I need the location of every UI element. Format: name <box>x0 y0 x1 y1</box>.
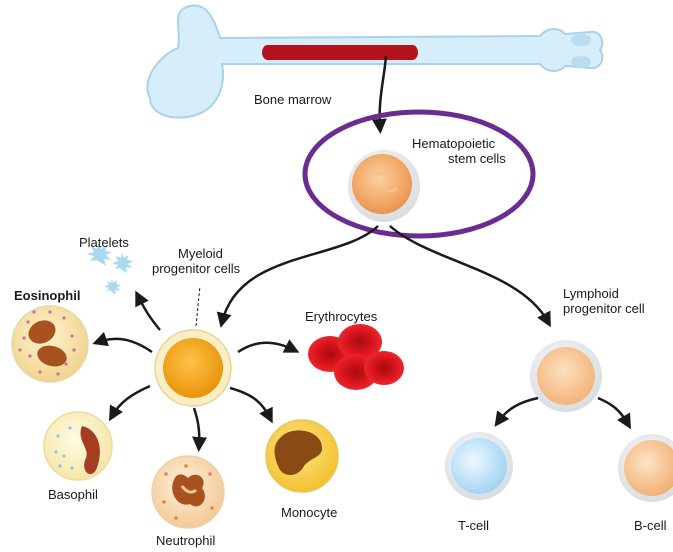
arrow-stem-to-lymphoid <box>390 226 548 322</box>
lymphoid-progenitor-cell <box>530 340 602 412</box>
arrow-to-monocyte <box>230 388 270 418</box>
arrow-to-b-cell <box>598 398 628 424</box>
monocyte-label: Monocyte <box>281 505 337 520</box>
stem-cells-label-line1: Hematopoietic <box>412 136 506 151</box>
lymphoid-label-line2: progenitor cell <box>563 301 645 316</box>
bone-marrow-label: Bone marrow <box>254 92 331 107</box>
neutrophil-label: Neutrophil <box>156 533 215 548</box>
erythrocytes-cluster <box>308 324 404 390</box>
eosinophil-cell <box>12 306 88 382</box>
highlight-ring <box>305 112 533 236</box>
b-cell-label: B-cell <box>634 518 667 533</box>
marrow-band <box>262 45 418 60</box>
arrow-to-eosinophil <box>98 339 152 352</box>
arrow-stem-to-myeloid <box>222 226 378 322</box>
arrow-to-basophil <box>112 386 150 416</box>
arrow-to-erythrocytes <box>238 343 294 352</box>
platelets-illustration <box>87 243 133 295</box>
myeloid-label-line1: Myeloid <box>152 246 240 261</box>
neutrophil-cell <box>152 456 224 528</box>
basophil-cell <box>44 412 112 480</box>
myeloid-pointer <box>196 286 200 326</box>
erythrocytes-label: Erythrocytes <box>305 309 377 324</box>
arrow-to-neutrophil <box>194 408 199 446</box>
t-cell-label: T-cell <box>458 518 489 533</box>
arrow-to-t-cell <box>498 398 538 422</box>
lymphoid-label-line1: Lymphoid <box>563 286 645 301</box>
t-cell <box>445 432 513 500</box>
myeloid-progenitor-cell <box>155 330 231 406</box>
stem-cells-label-line2: stem cells <box>412 151 506 166</box>
arrow-to-platelets <box>138 296 160 330</box>
bone-illustration <box>147 5 602 117</box>
b-cell <box>618 434 673 502</box>
basophil-label: Basophil <box>48 487 98 502</box>
stem-cell <box>348 150 420 222</box>
stem-cells-label: Hematopoietic stem cells <box>412 136 506 166</box>
eosinophil-label: Eosinophil <box>14 288 80 303</box>
monocyte-cell <box>266 420 338 492</box>
lymphoid-label: Lymphoid progenitor cell <box>563 286 645 316</box>
myeloid-label-line2: progenitor cells <box>152 261 240 276</box>
myeloid-label: Myeloid progenitor cells <box>152 246 240 276</box>
platelets-label: Platelets <box>79 235 129 250</box>
